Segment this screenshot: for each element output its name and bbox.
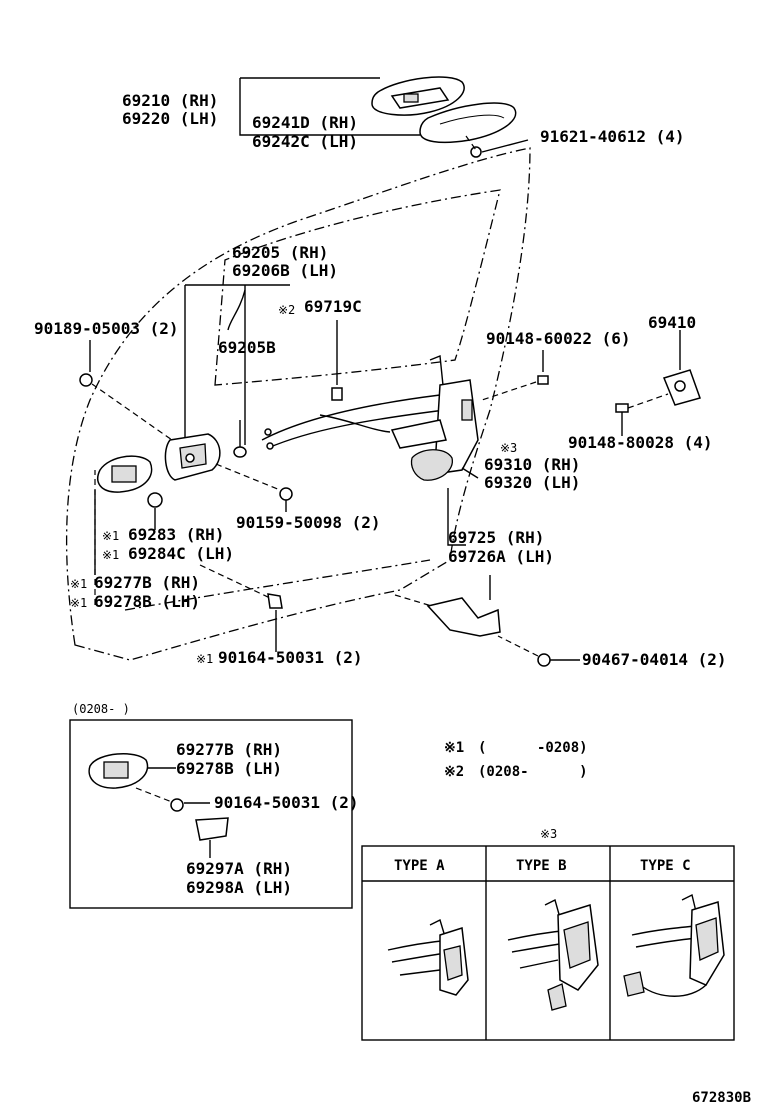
mark-3-lock: ※3 [500, 441, 517, 455]
mark-1-69284: ※1 [102, 548, 119, 562]
screw-90148-80028 [615, 393, 669, 413]
type-b-lock [507, 898, 599, 1011]
label-90164a: 90164-50031 (2) [218, 648, 363, 667]
note-2-text: (0208- ) [478, 764, 588, 780]
leader-91621 [481, 139, 529, 153]
leader-69725 [447, 488, 466, 546]
label-91621: 91621-40612 (4) [540, 127, 685, 146]
label-69310: 69310 (RH) [484, 455, 580, 474]
label-69210: 69210 (RH) [122, 91, 218, 110]
inset-screw [135, 787, 184, 812]
label-69205: 69205 (RH) [232, 243, 328, 262]
inside-handle-bezel-69277 [97, 455, 153, 493]
label-90148b: 90148-80028 (4) [568, 433, 713, 452]
inside-handle-top [371, 76, 465, 116]
mark-1-69277: ※1 [70, 577, 87, 591]
label-69725: 69725 (RH) [448, 528, 544, 547]
type-b-header: TYPE B [516, 858, 567, 874]
label-90164b: 90164-50031 (2) [214, 793, 359, 812]
note-1-mark: ※1 [444, 740, 464, 756]
control-rods [261, 394, 446, 450]
screw-69719c [331, 387, 343, 401]
label-69277a: 69277B (RH) [94, 573, 200, 592]
mark-1-90164: ※1 [196, 652, 213, 666]
leader-69210 [239, 77, 420, 136]
screw-90189 [79, 373, 173, 441]
screw-90467 [497, 635, 551, 667]
leader-69205 [184, 284, 290, 445]
label-69284: 69284C (LH) [128, 544, 234, 563]
inset-box [69, 719, 353, 909]
note-1-text: ( -0208) [478, 740, 588, 756]
types-mark: ※3 [540, 827, 557, 841]
type-c-header: TYPE C [640, 858, 691, 874]
screw-90148-60022 [481, 375, 549, 401]
type-a-header: TYPE A [394, 858, 445, 874]
label-90159: 90159-50098 (2) [236, 513, 381, 532]
striker-69410 [662, 369, 701, 406]
mark-1-69278: ※1 [70, 596, 87, 610]
label-69277b: 69277B (RH) [176, 740, 282, 759]
inset-range: (0208- ) [72, 702, 130, 716]
inset-bezel [88, 753, 149, 789]
dash-90164 [199, 564, 271, 599]
door-lock-assembly [390, 355, 479, 481]
screw-90164 [267, 593, 283, 609]
figure-id: 672830B [692, 1090, 751, 1106]
label-90148a: 90148-60022 (6) [486, 329, 631, 348]
inset-cap-69297 [195, 817, 229, 841]
types-table [361, 845, 735, 1041]
label-69298: 69298A (LH) [186, 878, 292, 897]
label-69206: 69206B (LH) [232, 261, 338, 280]
label-69241: 69241D (RH) [252, 113, 358, 132]
leader-69310 [461, 467, 479, 479]
label-69242: 69242C (LH) [252, 132, 358, 151]
handle-bezel [419, 102, 517, 144]
inside-handle-69205 [164, 433, 221, 481]
label-69410: 69410 [648, 313, 696, 332]
label-69283: 69283 (RH) [128, 525, 224, 544]
label-69205b: 69205B [218, 338, 276, 357]
bracket-69725 [426, 597, 501, 637]
label-69726: 69726A (LH) [448, 547, 554, 566]
label-90189: 90189-05003 (2) [34, 319, 179, 338]
label-69278a: 69278B (LH) [94, 592, 200, 611]
clip-69205b [233, 446, 247, 458]
mark-1-69283: ※1 [102, 529, 119, 543]
mark-2-69719c: ※2 [278, 303, 295, 317]
leader-69205b [227, 289, 246, 331]
label-90467: 90467-04014 (2) [582, 650, 727, 669]
screw-91621 [465, 135, 482, 158]
note-2-mark: ※2 [444, 764, 464, 780]
screw-90159 [215, 463, 293, 501]
label-69320: 69320 (LH) [484, 473, 580, 492]
button-69283 [147, 492, 163, 508]
label-69278b: 69278B (LH) [176, 759, 282, 778]
type-a-lock [387, 919, 469, 996]
label-69719: 69719C [304, 297, 362, 316]
label-69297: 69297A (RH) [186, 859, 292, 878]
type-c-lock [623, 893, 725, 997]
label-69220: 69220 (LH) [122, 109, 218, 128]
